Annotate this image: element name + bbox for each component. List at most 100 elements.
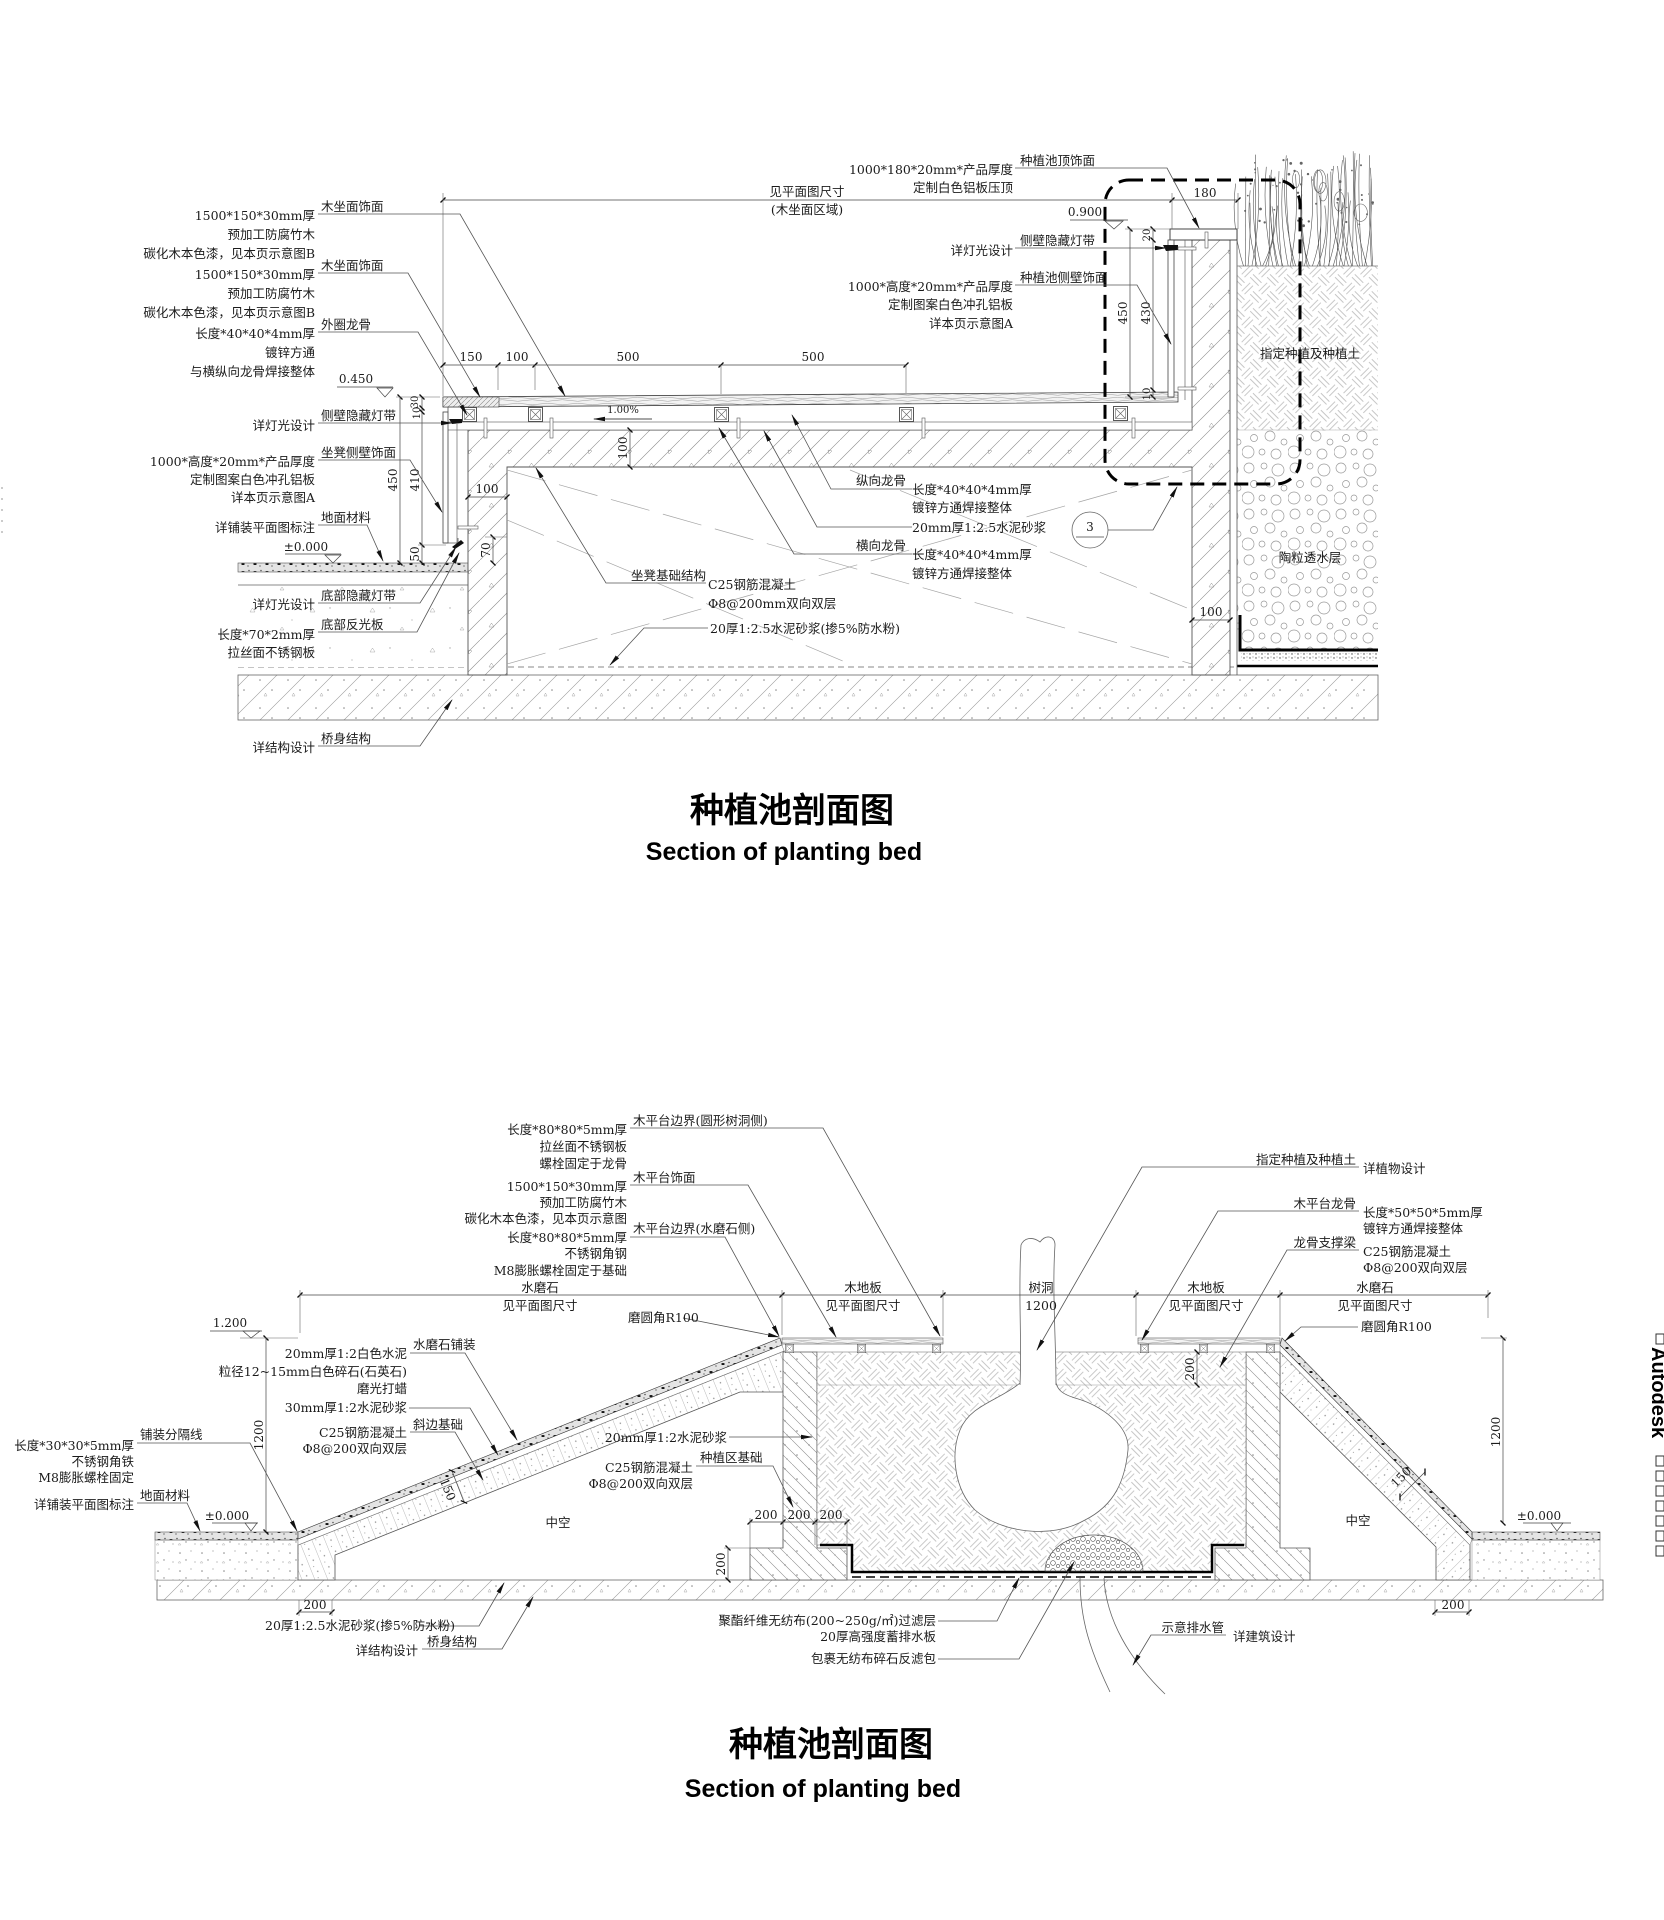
plant-seed-dot — [1299, 161, 1303, 165]
figure-title-en: Section of planting bed — [685, 1775, 961, 1803]
filter-fabric-band — [1241, 653, 1378, 661]
plant-seed-dot — [1368, 193, 1370, 195]
dim-text: 200 — [820, 1508, 843, 1522]
grass-blade — [1316, 169, 1321, 267]
grass-blade — [1352, 151, 1354, 267]
tree-trunk — [1019, 1236, 1057, 1386]
bridge-structure-band — [237, 674, 1379, 721]
detail-ref-number: 3 — [1086, 520, 1094, 534]
deck-edge-board — [442, 396, 500, 408]
grass-blade — [1268, 175, 1271, 267]
label-waterproof-mortar: 20厚1:2.5水泥砂浆(掺5%防水粉) — [265, 1618, 455, 1633]
spec-text: 拉丝面不锈钢板 — [539, 1139, 627, 1154]
dim-text: 200 — [755, 1508, 778, 1522]
wood-deck-right — [1137, 1337, 1281, 1345]
leader-lines — [318, 167, 1200, 747]
dim-text: 410 — [408, 469, 422, 492]
label-drain-pipe: 示意排水管 — [1161, 1620, 1224, 1635]
spec-text: C25钢筋混凝土 — [708, 577, 796, 592]
grass-blade — [1247, 202, 1251, 267]
grass-blade — [1284, 155, 1296, 267]
figure-title-cn: 种植池剖面图 — [690, 791, 894, 831]
drainage-board — [820, 1543, 1244, 1574]
plan-dimension-note: (木坐面区域) — [771, 202, 843, 217]
spec-text: 详植物设计 — [1363, 1161, 1426, 1176]
annotation-labels: 见平面图尺寸 (木坐面区域) 木坐面饰面 1500*150*30mm厚 预加工防… — [143, 153, 1360, 755]
dim-text: 200 — [788, 1508, 811, 1522]
label-outer-joist: 外圈龙骨 — [321, 317, 371, 332]
spec-text: 1500*150*30mm厚 — [507, 1179, 627, 1194]
drain-pipe-line — [1103, 1577, 1166, 1695]
plant-seed-dot — [1254, 168, 1257, 171]
joist-tube — [1113, 406, 1128, 421]
plant-seed-dot — [1358, 223, 1361, 226]
dim-text: 200 — [1183, 1358, 1197, 1381]
plant-seed-dot — [1275, 185, 1278, 188]
spec-text: 长度*40*40*4mm厚 — [195, 326, 315, 341]
planter-bolt — [1177, 386, 1197, 391]
label-deck-finish: 木坐面饰面 — [321, 199, 384, 214]
joist-tube — [1266, 1344, 1275, 1353]
dim-text: 50 — [408, 546, 422, 561]
spec-text: 拉丝面不锈钢板 — [227, 645, 315, 660]
plant-seed-dot — [1302, 224, 1305, 228]
spec-text: 与横纵向龙骨焊接整体 — [190, 364, 316, 379]
planter-side-panel — [1167, 239, 1175, 398]
dim-text: 10 — [1142, 388, 1153, 401]
joist-tube — [1199, 1344, 1208, 1353]
wood-deck-left — [781, 1337, 944, 1345]
joist-tube — [714, 407, 729, 422]
label-floor-material: 地面材料 — [140, 1488, 191, 1503]
joist-tube — [528, 407, 543, 422]
label-joist-beam: 龙骨支撑梁 — [1293, 1235, 1356, 1250]
grass-blade — [1332, 155, 1346, 267]
plant-seed-dot — [1306, 172, 1310, 176]
label-terrazzo-paving: 水磨石铺装 — [413, 1337, 476, 1352]
spec-text: 长度*40*40*4mm厚 — [912, 547, 1032, 562]
planter-wall-right — [1214, 1351, 1311, 1581]
figure-title-cn: 种植池剖面图 — [729, 1725, 933, 1765]
grass-blade — [1341, 202, 1349, 267]
label-ceramsite-layer: 陶粒透水层 — [1279, 550, 1342, 565]
ceramsite-drainage-layer — [1237, 430, 1378, 650]
spec-text: C25钢筋混凝土 — [605, 1460, 693, 1475]
level-marker-ground-right: ±0.000 — [1517, 1509, 1571, 1532]
watermark-text: Autodesk — [1647, 1347, 1664, 1439]
grass-blade — [1278, 171, 1283, 267]
plant-seed-dot — [1331, 169, 1333, 171]
level-marker-seat-top: 0.450 — [337, 372, 394, 398]
spec-text: C25钢筋混凝土 — [319, 1425, 407, 1440]
spec-text: 长度*30*30*5mm厚 — [14, 1438, 134, 1453]
spec-text: 镀锌方通焊接整体 — [1363, 1221, 1464, 1236]
spec-text: 镀锌方通焊接整体 — [912, 500, 1013, 515]
label-deck-edge-tree-hole: 木平台边界(圆形树洞侧) — [633, 1113, 768, 1128]
level-text: ±0.000 — [1517, 1509, 1561, 1523]
dimension-texts: 1200 1200 150 150 200 200 200 200 200 20… — [252, 1280, 1503, 1612]
level-text: ±0.000 — [205, 1509, 249, 1523]
annotation-labels: 木平台边界(圆形树洞侧) 长度*80*80*5mm厚 拉丝面不锈钢板 螺栓固定于… — [14, 1113, 1482, 1666]
joist-tube — [462, 407, 477, 422]
grass-blade — [1276, 205, 1284, 267]
dim-text: 500 — [802, 350, 825, 364]
label-planter-cap: 种植池顶饰面 — [1020, 153, 1095, 168]
spec-text: 长度*80*80*5mm厚 — [507, 1122, 627, 1137]
anchor-bolts — [483, 417, 1136, 439]
plant-seed-dot — [1338, 180, 1342, 184]
spec-text: 1500*150*30mm厚 — [195, 208, 315, 223]
spec-text: 螺栓固定于龙骨 — [539, 1156, 627, 1171]
label-mortar-30: 30mm厚1:2水泥砂浆 — [285, 1400, 408, 1415]
cap-bolt — [1204, 231, 1209, 249]
ground-base-fill — [238, 585, 468, 667]
label-drain-board: 20厚高强度蓄排水板 — [820, 1629, 936, 1644]
joist-tube — [857, 1344, 866, 1353]
label-side-light: 侧壁隐藏灯带 — [1020, 233, 1095, 248]
spec-text: 长度*40*40*4mm厚 — [912, 482, 1032, 497]
planting-soil — [1237, 266, 1378, 430]
spec-text: 1000*180*20mm*产品厚度 — [849, 162, 1014, 177]
spec-text: 定制图案白色冲孔铝板 — [888, 297, 1014, 312]
plant-seed-dot — [1372, 203, 1374, 205]
plant-seed-dot — [1282, 159, 1285, 162]
plant-seed-dot — [1246, 194, 1249, 197]
plant-seed-dot — [1296, 191, 1300, 194]
